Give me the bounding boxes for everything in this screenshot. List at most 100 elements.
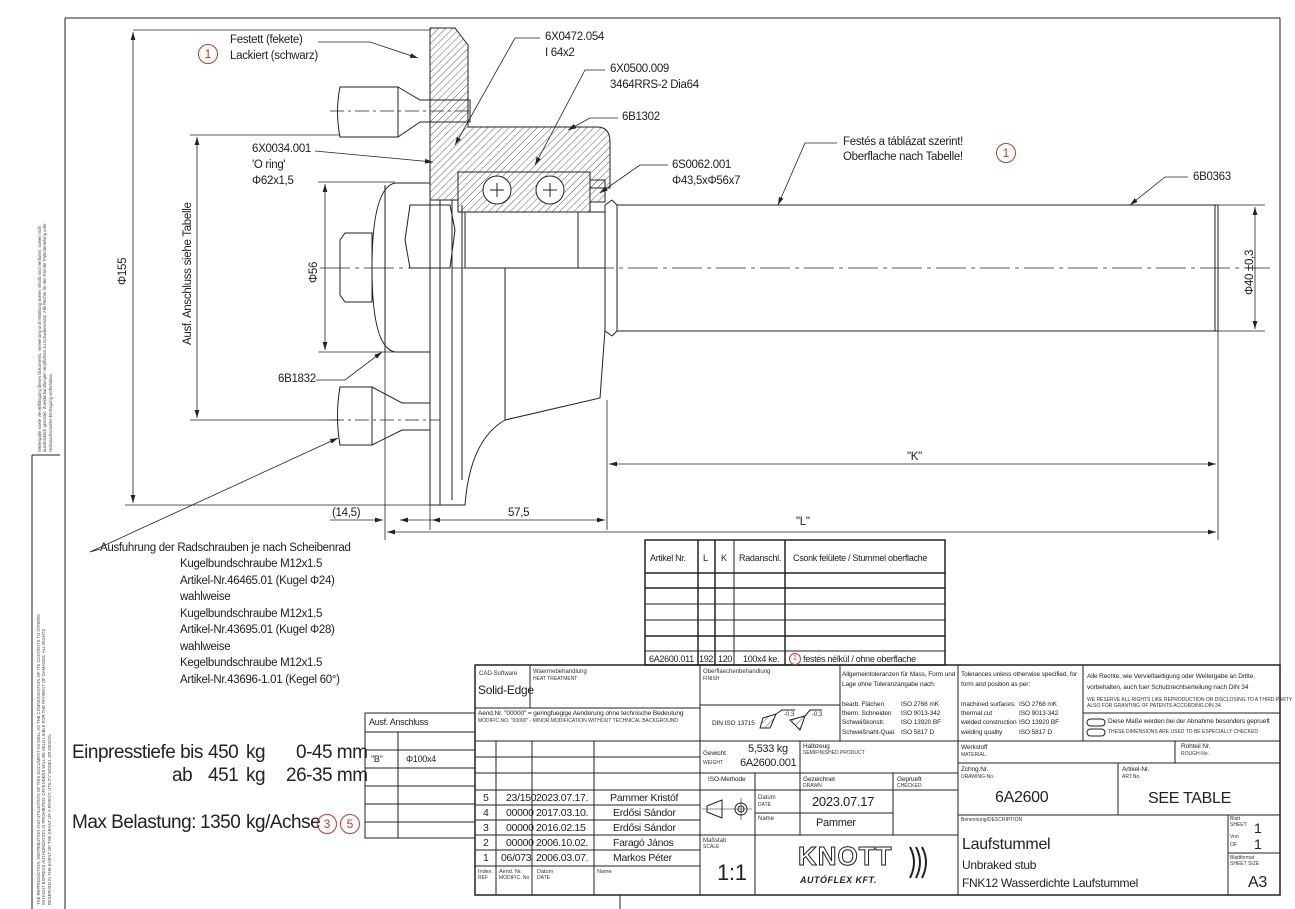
dim-offset: (14,5) bbox=[332, 507, 361, 519]
date-value: 2023.07.17 bbox=[812, 794, 875, 809]
press-depth-range-1: 0-45 mm bbox=[296, 742, 368, 763]
semi-label-en: SEMIFINISHED PRODUCT bbox=[803, 750, 865, 756]
max-load-marker-3: 3 bbox=[317, 814, 337, 834]
rev-index: 1 bbox=[483, 852, 489, 864]
article-table-cell: 100x4 ke. bbox=[743, 654, 780, 664]
gen-tol-row: Schweißkonstr. bbox=[842, 719, 885, 726]
article-table-marker: 1 bbox=[789, 653, 801, 665]
edge-standard: DIN ISO 13715 bbox=[712, 720, 755, 727]
tol-en-row: welded construction bbox=[961, 719, 1017, 726]
name-value: Pammer bbox=[816, 817, 856, 829]
weight-part: 6A2600.001 bbox=[740, 757, 797, 769]
sheet-value: 1 bbox=[1254, 820, 1262, 836]
drawing-number: 6A2600 bbox=[995, 789, 1049, 806]
callout-circlip-2: I 64x2 bbox=[545, 47, 575, 59]
callout-paint-black-1: Festett (fekete) bbox=[230, 34, 303, 46]
bolt-note-heading: Ausfuhrung der Radschrauben je nach Sche… bbox=[100, 542, 351, 554]
format-label-en: SHEET SIZE bbox=[1230, 861, 1260, 867]
press-depth-label: Einpresstiefe bis bbox=[72, 742, 203, 763]
press-depth-unit-1: kg bbox=[246, 742, 266, 763]
gen-tol-row: ISO 13920 BF bbox=[901, 719, 941, 726]
center-nut bbox=[339, 232, 373, 303]
heat-label: Waermebehandlung bbox=[533, 669, 587, 675]
rev-mod: 23/150 bbox=[506, 792, 537, 804]
bolt-note-line: Artikel-Nr.43695.01 (Kugel Φ28) bbox=[180, 624, 335, 636]
rev-index: 3 bbox=[483, 822, 489, 834]
press-depth-kg-1: 450 bbox=[208, 742, 239, 763]
format-value: A3 bbox=[1248, 874, 1267, 891]
margin-note-en: THE REPRODUCTION, DISTRIBUTION AND UTILI… bbox=[36, 614, 52, 905]
logo-sub: AUTÓFLEX KFT. bbox=[800, 875, 877, 885]
article-value: SEE TABLE bbox=[1148, 790, 1231, 807]
revision-row: 4 00000 2017.03.10. Erdősi Sándor bbox=[475, 805, 700, 820]
tol-en-row: ISO 9013-342 bbox=[1019, 710, 1059, 717]
rev-name: Markos Péter bbox=[613, 852, 672, 864]
rough-label: Rohteil Nr. bbox=[1181, 743, 1211, 750]
logo-main: KNOTT bbox=[798, 841, 893, 872]
rev-mod: 00000 bbox=[506, 807, 534, 819]
revision-row: 3 00000 2016.02.15 Erdősi Sándor bbox=[475, 820, 700, 835]
drawing-no-label: Zchng.Nr. bbox=[961, 766, 989, 773]
description-en: Unbraked stub bbox=[962, 858, 1037, 872]
press-depth-label-2: ab bbox=[172, 765, 193, 786]
date-label-en: DATE bbox=[758, 802, 771, 808]
callout-hub: 6B1302 bbox=[622, 111, 660, 123]
connection-table-cell: Φ100x4 bbox=[406, 754, 436, 764]
iso-method-label: ISO-Methode bbox=[708, 776, 746, 783]
mod-note-en: MODIFIC.NO. "00000" - MINOR MODIFICATION… bbox=[478, 718, 679, 724]
of-label-en: OF bbox=[1230, 842, 1237, 848]
date-label: Datum bbox=[758, 795, 776, 801]
gen-tol-row: Schweißnaht-Qual. bbox=[842, 729, 896, 736]
article-table-cell: 6A2600.011 bbox=[649, 654, 694, 664]
article-table-header: L bbox=[703, 553, 708, 563]
tol-en-row: ISO 13920 BF bbox=[1019, 719, 1059, 726]
weight-label: Gewicht bbox=[703, 750, 726, 757]
press-depth-range-2: 26-35 mm bbox=[286, 765, 368, 786]
callout-bearing-2: 3464RRS-2 Dia64 bbox=[610, 79, 699, 91]
edge-value-1: -0,3 bbox=[784, 712, 795, 718]
of-value: 1 bbox=[1254, 836, 1262, 852]
rev-date: 2017.03.10. bbox=[536, 807, 589, 819]
rights-en-2: ALSO FOR GRANTING OF PATENTS ACCORDING D… bbox=[1087, 703, 1223, 709]
article-label: Artikel-Nr. bbox=[1122, 766, 1150, 773]
revision-header: Index. REF Aend. Nr. MODIFIC. No Datum D… bbox=[475, 866, 700, 894]
dim-connection: Ausf. Anschluss siehe Tabelle bbox=[182, 202, 194, 345]
rev-header-date-en: DATE bbox=[537, 875, 550, 881]
material-label-en: MATERIAL bbox=[961, 752, 986, 758]
callout-stub: 6B0363 bbox=[1193, 171, 1231, 183]
tol-en-row: ISO 2768 mK bbox=[1019, 701, 1057, 708]
rev-date: 2016.02.15 bbox=[536, 822, 586, 834]
check-en: THESE DIMENSIONS ARE USED TO BE ESPECIAL… bbox=[1108, 729, 1258, 735]
rev-header-index-en: REF bbox=[478, 875, 488, 881]
description-label: Benennung/DESCRIPTION bbox=[961, 817, 1023, 823]
article-label-en: ART.No. bbox=[1122, 774, 1141, 780]
scale-label: Maßstab bbox=[703, 838, 727, 844]
wheel-bolt-top bbox=[330, 86, 471, 138]
description-main: Laufstummel bbox=[962, 836, 1051, 853]
scale-value: 1:1 bbox=[717, 860, 747, 885]
rev-header-mod: Aend. Nr. bbox=[499, 869, 522, 875]
rights-de-1: Alle Rechte, wie Vervielfaeltigung oder … bbox=[1087, 673, 1255, 680]
press-depth-unit-2: kg bbox=[246, 765, 266, 786]
edge-value-2: -0,3 bbox=[812, 712, 823, 718]
sheet-label-en: SHEET bbox=[1230, 822, 1247, 828]
rev-name: Erdősi Sándor bbox=[613, 807, 676, 819]
max-load-marker-5: 5 bbox=[340, 814, 360, 834]
format-label: Blattformat bbox=[1230, 855, 1255, 861]
max-load-label: Max Belastung: bbox=[72, 812, 196, 833]
gen-tol-2: Lage ohne Toleranzangabe nach: bbox=[842, 681, 936, 688]
finish-label-en: FINISH bbox=[703, 676, 720, 682]
tol-en-row: thermal cut bbox=[961, 710, 993, 717]
tol-en-row: welding quality bbox=[961, 729, 1003, 736]
gen-tol-row: ISO 9013-342 bbox=[901, 710, 941, 717]
connection-table-cell: "B" bbox=[371, 754, 383, 764]
rev-mod: 06/073 bbox=[501, 852, 532, 864]
rev-header-name: Name bbox=[597, 869, 612, 875]
bolt-note-lines: Kugelbundschraube M12x1.5 Artikel-Nr.464… bbox=[180, 558, 340, 690]
revision-row: 5 23/150 2023.07.17. Pammer Kristóf bbox=[475, 790, 700, 805]
rev-mod: 00000 bbox=[506, 822, 534, 834]
dim-hub-length: 57,5 bbox=[508, 507, 530, 519]
article-table-cell: 120 bbox=[718, 654, 733, 664]
cad-value: Solid-Edge bbox=[478, 683, 534, 697]
